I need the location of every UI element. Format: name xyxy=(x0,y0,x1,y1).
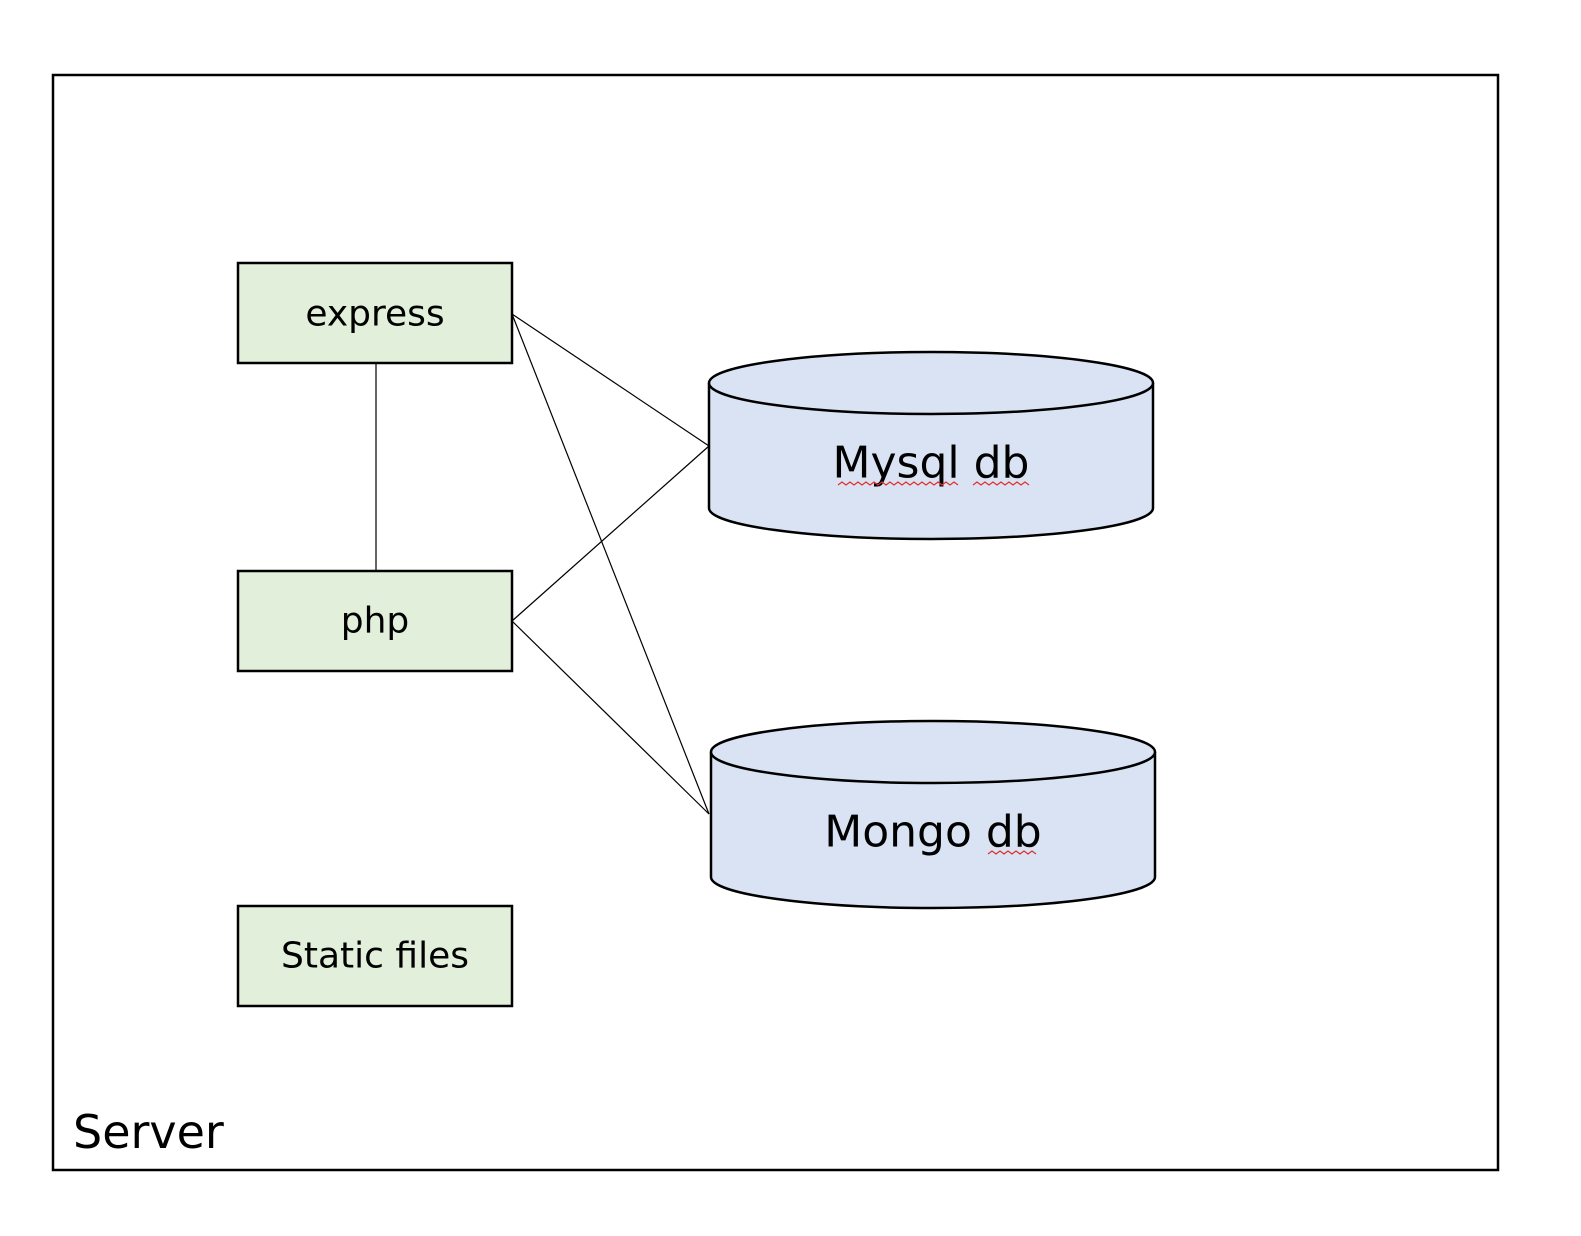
connector-express-mongo xyxy=(511,313,710,815)
mysql-label: Mysql db xyxy=(833,438,1030,489)
mysql-cylinder-body xyxy=(707,383,1155,541)
php-node: php xyxy=(236,569,514,673)
connector-php-mongo xyxy=(511,620,710,815)
mysql-cylinder-top xyxy=(707,350,1155,416)
mongo-cylinder-top xyxy=(709,719,1157,785)
mysql-spellcheck-underline xyxy=(837,481,1030,486)
express-label: express xyxy=(305,294,444,335)
connector-express-mysql xyxy=(511,313,710,447)
php-box xyxy=(236,569,514,673)
mysql-db-node: Mysql db xyxy=(707,350,1155,541)
static-files-node: Static files xyxy=(236,904,514,1008)
mongo-cylinder-body xyxy=(709,752,1157,910)
server-label: Server xyxy=(73,1105,224,1159)
express-box xyxy=(236,261,514,365)
php-label: php xyxy=(341,601,410,642)
static-files-box xyxy=(236,904,514,1008)
connections xyxy=(375,313,710,815)
mongo-spellcheck-underline xyxy=(987,850,1037,855)
connector-php-mysql xyxy=(511,445,710,622)
mongo-label: Mongo db xyxy=(824,807,1041,858)
express-node: express xyxy=(236,261,514,365)
static-files-label: Static files xyxy=(281,936,469,977)
mongo-db-node: Mongo db xyxy=(709,719,1157,910)
